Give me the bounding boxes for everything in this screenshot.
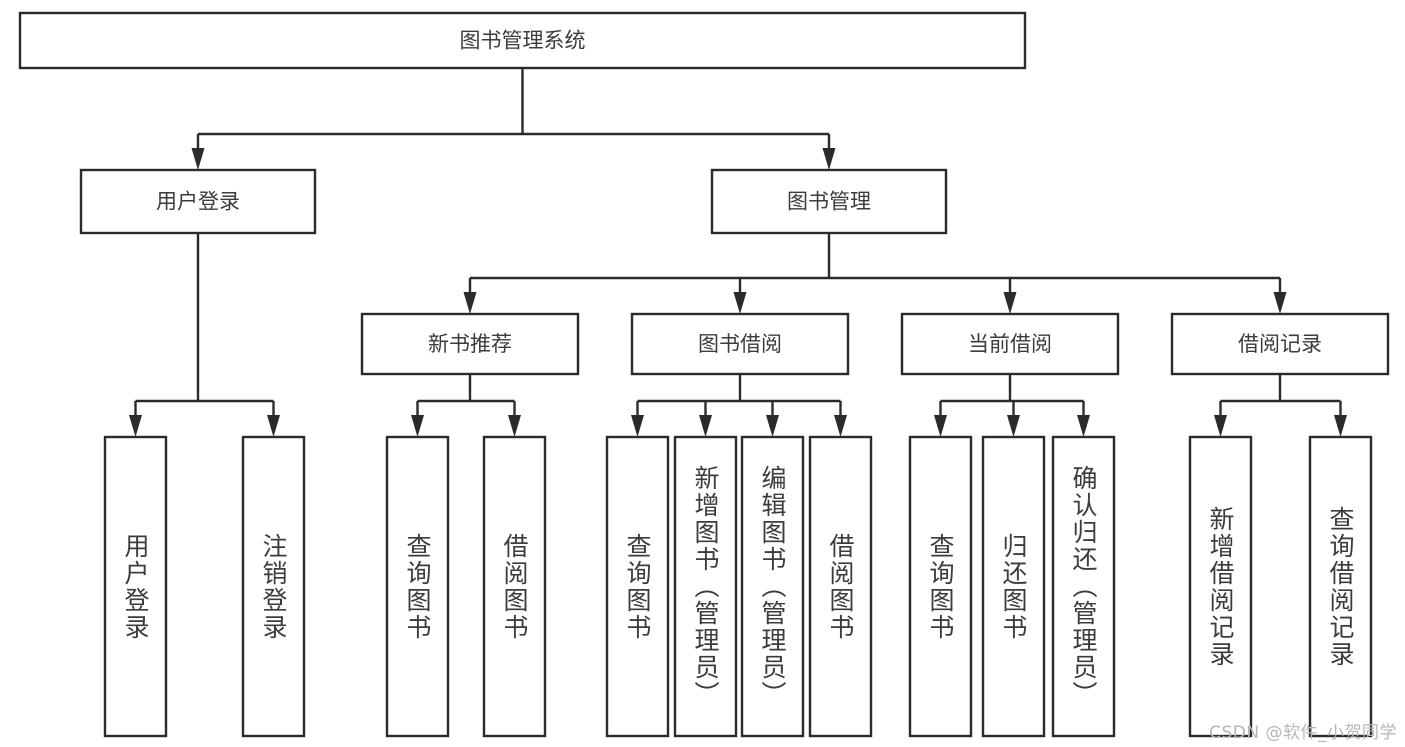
- edge-layer: [129, 68, 1347, 437]
- node-box-leaf-confirm-return[interactable]: [1051, 435, 1116, 738]
- arrow-head-icon-e-cb-leaf2: [1007, 415, 1020, 437]
- node-box-leaf-add-book[interactable]: [673, 435, 738, 738]
- arrow-head-icon-e-bb-leaf1: [631, 415, 644, 437]
- arrow-head-icon-e-bm-book-borrow: [733, 292, 747, 314]
- node-box-leaf-query-book-b[interactable]: [605, 435, 670, 738]
- node-box-leaf-user-logout[interactable]: [241, 435, 306, 738]
- node-box-root[interactable]: [18, 11, 1027, 70]
- arrow-head-icon-e-bb-leaf2: [699, 415, 712, 437]
- node-box-book-borrow[interactable]: [630, 312, 850, 376]
- arrow-head-icon-e-bb-leaf4: [834, 415, 847, 437]
- node-box-layer: [18, 11, 1390, 738]
- node-box-leaf-borrow-book-b[interactable]: [808, 435, 873, 738]
- node-box-current-borrow[interactable]: [900, 312, 1120, 376]
- arrow-head-icon-e-cb-leaf1: [934, 415, 947, 437]
- arrow-head-icon-e-br-leaf1: [1214, 415, 1227, 437]
- node-label-borrow-record: 借阅记录: [1238, 332, 1322, 356]
- node-box-leaf-query-book-c[interactable]: [908, 435, 973, 738]
- node-box-leaf-edit-book[interactable]: [740, 435, 805, 738]
- arrow-head-icon-e-bm-new-book-rec: [463, 292, 477, 314]
- node-box-leaf-return-book[interactable]: [981, 435, 1046, 738]
- node-label-user-login: 用户登录: [156, 190, 240, 214]
- node-label-root: 图书管理系统: [460, 29, 586, 53]
- arrow-head-icon-e-bm-current-borrow: [1003, 292, 1017, 314]
- watermark: CSDN @软件_小贺同学: [1209, 723, 1397, 743]
- arrow-head-icon-e-root-book-manage: [822, 148, 836, 170]
- arrow-head-icon-e-nbr-leaf2: [508, 415, 521, 437]
- arrow-head-icon-e-root-user-login: [191, 148, 205, 170]
- node-box-leaf-user-login[interactable]: [103, 435, 168, 738]
- node-box-leaf-query-book-a[interactable]: [385, 435, 450, 738]
- node-box-borrow-record[interactable]: [1170, 312, 1390, 376]
- arrow-head-icon-e-bm-borrow-record: [1273, 292, 1287, 314]
- node-label-current-borrow: 当前借阅: [968, 332, 1052, 356]
- arrow-head-icon-e-bb-leaf3: [766, 415, 779, 437]
- arrow-head-icon-e-cb-leaf3: [1077, 415, 1090, 437]
- node-box-user-login[interactable]: [79, 168, 317, 235]
- node-label-book-borrow: 图书借阅: [698, 332, 782, 356]
- arrow-head-icon-e-ul-leaf2: [267, 415, 280, 437]
- arrow-head-icon-e-ul-leaf1: [129, 415, 142, 437]
- node-box-book-manage[interactable]: [710, 168, 948, 235]
- node-box-leaf-borrow-book-a[interactable]: [482, 435, 547, 738]
- node-box-new-book-rec[interactable]: [360, 312, 580, 376]
- node-box-leaf-query-record[interactable]: [1308, 435, 1373, 738]
- node-label-new-book-rec: 新书推荐: [428, 332, 512, 356]
- arrow-head-icon-e-br-leaf2: [1334, 415, 1347, 437]
- arrow-head-icon-e-nbr-leaf1: [411, 415, 424, 437]
- node-box-leaf-add-record[interactable]: [1188, 435, 1253, 738]
- node-label-book-manage: 图书管理: [787, 190, 871, 214]
